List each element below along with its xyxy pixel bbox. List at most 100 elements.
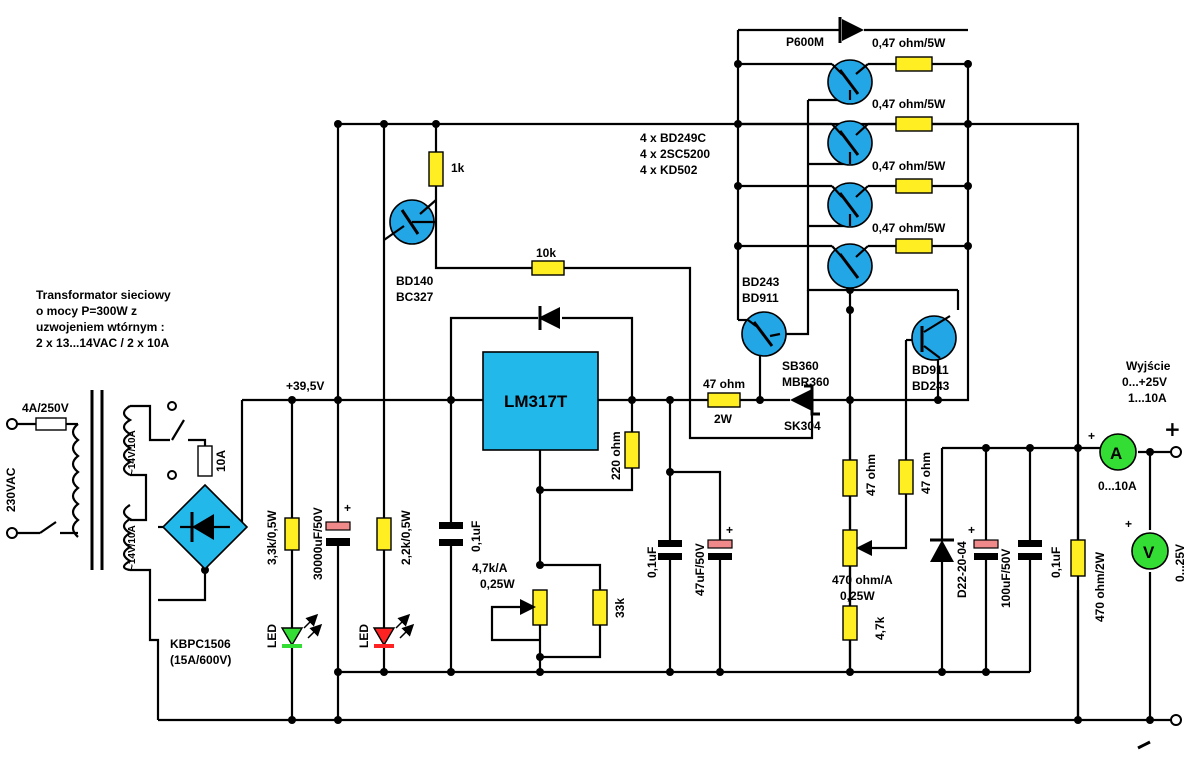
component-label: 4 x KD502 xyxy=(640,163,698,177)
component-label: 0,25W xyxy=(480,577,515,591)
wires xyxy=(14,28,1172,722)
component-label: LM317T xyxy=(504,392,568,411)
component-label: (15A/600V) xyxy=(170,653,231,667)
ammeter xyxy=(1099,433,1137,471)
mains-terminal-1 xyxy=(6,418,18,430)
left-section: 3,3k/0,5W LED + 30000uF/50V 2,2k/0,5W LE… xyxy=(265,151,565,648)
emitter-resistor-2 xyxy=(895,116,933,132)
lm317-regulator xyxy=(482,351,599,451)
component-label: 0,1uF xyxy=(645,547,659,578)
darlington-transistor xyxy=(741,311,787,357)
component-label: LED xyxy=(357,624,371,648)
resistor-47-b xyxy=(898,459,914,495)
power-transistor-4 xyxy=(827,243,873,289)
led-green xyxy=(280,627,304,647)
power-transistor-3 xyxy=(827,182,873,228)
output-electrolytic xyxy=(973,539,999,549)
secondary-coil-2 xyxy=(122,504,133,572)
component-label: 1k xyxy=(451,161,465,175)
output-terminal-minus xyxy=(1170,714,1182,726)
component-label: SB360 xyxy=(782,359,819,373)
emitter-resistor-4 xyxy=(895,238,933,254)
feedback-diode xyxy=(538,307,560,329)
resistor-10k xyxy=(531,260,565,276)
component-label: V xyxy=(1143,543,1155,562)
component-label: 4,7k/A xyxy=(472,561,508,575)
mains-switch xyxy=(39,521,57,534)
component-label: + xyxy=(1088,429,1095,443)
component-label: 3,3k/0,5W xyxy=(265,510,279,565)
component-label: 1...10A xyxy=(1128,391,1167,405)
component-label: BC327 xyxy=(396,290,434,304)
bridge-fuse xyxy=(197,445,213,477)
component-label: 0,25W xyxy=(840,589,875,603)
component-label: 0...25V xyxy=(1173,544,1187,582)
power-transistor-1 xyxy=(827,59,873,105)
mains-input: 4A/250V 230VAC ~14V/10A ~14V/10A 10A Tra… xyxy=(4,288,228,572)
ground-mark xyxy=(1137,740,1151,750)
component-label: 47uF/50V xyxy=(693,543,707,596)
resistor-4k7 xyxy=(842,605,858,641)
component-label: 470 ohm/2W xyxy=(1093,551,1107,622)
component-label: 470 ohm/A xyxy=(832,573,893,587)
component-label: A xyxy=(1110,444,1122,463)
power-transistor-2 xyxy=(827,120,873,166)
component-label: BD243 xyxy=(742,275,780,289)
resistor-47-2w xyxy=(707,392,741,408)
resistor-47-a xyxy=(842,459,858,497)
component-label: 47 ohm xyxy=(864,454,878,496)
component-label: 100uF/50V xyxy=(999,549,1013,608)
component-label: 4A/250V xyxy=(22,401,69,415)
component-label: 2 x 13...14VAC / 2 x 10A xyxy=(36,336,170,350)
component-label: 0,1uF xyxy=(469,521,483,552)
output-section: D22-20-04 + 100uF/50V 0,1uF 470 ohm/2W A… xyxy=(930,359,1187,750)
component-label: Wyjście xyxy=(1126,359,1171,373)
component-label: ~14V/10A xyxy=(127,525,138,570)
mains-terminal-2 xyxy=(6,527,18,539)
component-label: + xyxy=(1125,517,1132,531)
component-label: o mocy P=300W z xyxy=(36,304,137,318)
winding-switch xyxy=(171,419,185,441)
input-capacitor xyxy=(439,522,463,529)
component-label: + xyxy=(344,501,351,515)
component-label: BD911 xyxy=(912,363,949,377)
component-label: 0...+25V xyxy=(1122,375,1167,389)
resistor-green-led xyxy=(284,517,300,551)
resistor-220 xyxy=(624,431,640,469)
rail-voltage-label: +39,5V xyxy=(286,379,324,393)
component-label: 4 x 2SC5200 xyxy=(640,147,710,161)
limit-transistor xyxy=(911,315,957,361)
adj-electrolytic xyxy=(707,539,733,549)
component-label: MBR360 xyxy=(782,375,830,389)
component-label: 10k xyxy=(536,246,556,260)
component-label: uzwojeniem wtórnym : xyxy=(36,320,165,334)
component-label: 0,1uF xyxy=(1049,547,1063,578)
component-label: 2,2k/0,5W xyxy=(399,510,413,565)
component-label: 0...10A xyxy=(1098,479,1137,493)
component-label: BD243 xyxy=(912,379,950,393)
component-label: BD140 xyxy=(396,274,434,288)
pot-voltage xyxy=(842,529,858,567)
component-label: 33k xyxy=(613,598,627,618)
component-label: 0,47 ohm/5W xyxy=(872,159,946,173)
component-label: 220 ohm xyxy=(609,431,623,480)
emitter-resistor-3 xyxy=(895,178,933,194)
component-label: 30000uF/50V xyxy=(311,507,325,580)
schottky-diode xyxy=(790,389,812,411)
p600m-diode xyxy=(842,19,864,41)
resistor-red-led xyxy=(376,517,392,551)
component-label: 47 ohm xyxy=(703,377,745,391)
component-label: KBPC1506 xyxy=(170,637,231,651)
regulator-section: LM317T 220 ohm 4,7k/A 0,25W 33k 0,1uF + … xyxy=(472,306,830,626)
output-diode xyxy=(930,540,954,562)
emitter-resistor-1 xyxy=(895,56,933,72)
component-label: ~14V/10A xyxy=(127,430,138,475)
component-label: P600M xyxy=(786,35,824,49)
component-label: 10A xyxy=(214,450,228,472)
junction-dots xyxy=(164,60,1154,724)
main-capacitor xyxy=(325,521,351,531)
secondary-coil-1 xyxy=(122,405,133,476)
bleeder-resistor xyxy=(1070,539,1086,577)
adj-capacitor xyxy=(658,540,682,547)
mains-fuse xyxy=(35,417,67,431)
